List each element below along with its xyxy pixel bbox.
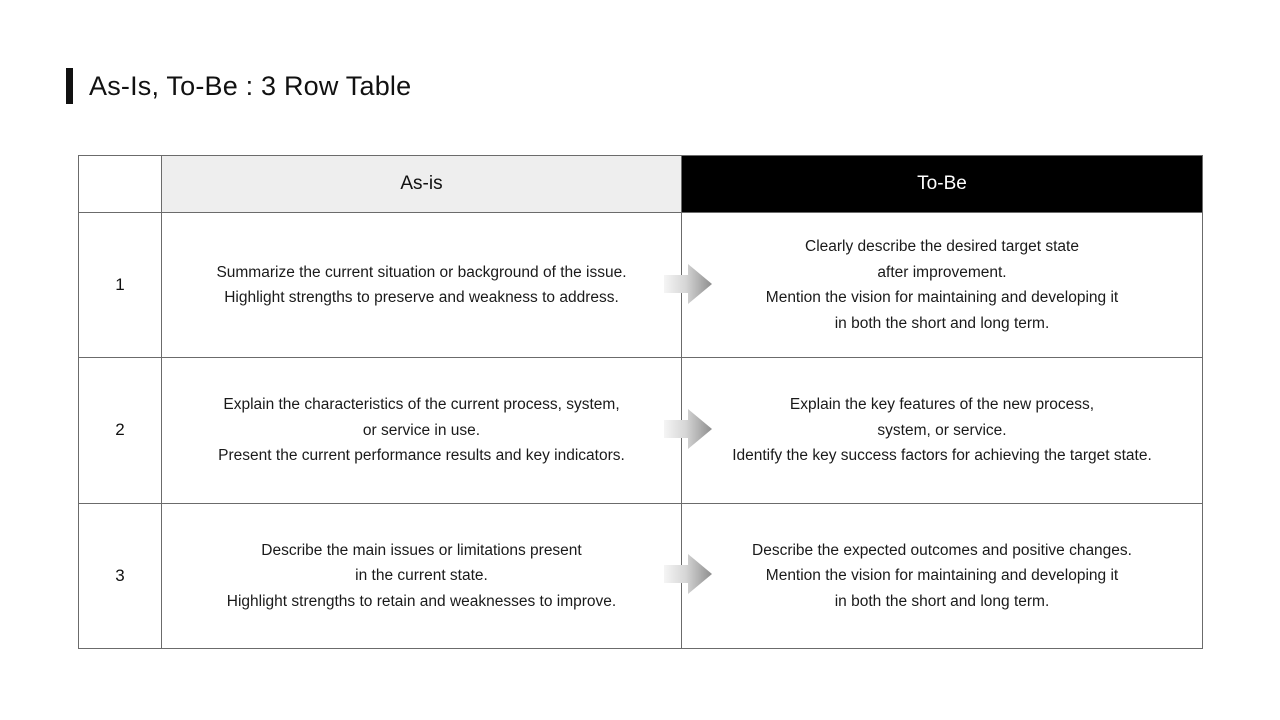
table-row: 1 Summarize the current situation or bac… <box>78 211 1203 359</box>
to-be-line: Explain the key features of the new proc… <box>789 396 1095 414</box>
to-be-line: in both the short and long term. <box>834 592 1050 610</box>
to-be-cell-2: Explain the key features of the new proc… <box>681 357 1203 504</box>
as-is-line: Highlight strengths to retain and weakne… <box>226 592 617 610</box>
as-is-line: or service in use. <box>362 421 481 439</box>
as-is-to-be-table: As-is To-Be 1 Summarize the current situ… <box>78 155 1203 650</box>
to-be-line: Clearly describe the desired target stat… <box>805 238 1079 256</box>
to-be-line: system, or service. <box>877 421 1007 439</box>
to-be-line: in both the short and long term. <box>834 314 1050 332</box>
slide-title-text: As-Is, To-Be : 3 Row Table <box>89 70 412 101</box>
to-be-line: Mention the vision for maintaining and d… <box>765 289 1119 307</box>
header-as-is: As-is <box>161 155 682 213</box>
to-be-line: Mention the vision for maintaining and d… <box>765 567 1119 585</box>
to-be-line: Identify the key success factors for ach… <box>732 447 1152 465</box>
table-row: 3 Describe the main issues or limitation… <box>78 502 1203 650</box>
title-accent-bar <box>66 68 73 104</box>
as-is-line: Highlight strengths to preserve and weak… <box>224 289 619 307</box>
page-title: As-Is, To-Be : 3 Row Table <box>66 68 411 104</box>
comparison-table: As-is To-Be 1 Summarize the current situ… <box>78 155 1203 650</box>
row-number-3: 3 <box>78 502 162 650</box>
table-row: 2 Explain the characteristics of the cur… <box>78 357 1203 504</box>
table-header-row: As-is To-Be <box>78 155 1203 213</box>
header-number-column <box>78 155 162 213</box>
to-be-line: after improvement. <box>877 263 1007 281</box>
as-is-line: Present the current performance results … <box>218 447 625 465</box>
as-is-cell-2: Explain the characteristics of the curre… <box>161 357 682 504</box>
as-is-line: in the current state. <box>355 567 488 585</box>
as-is-cell-1: Summarize the current situation or backg… <box>161 211 682 359</box>
as-is-cell-3: Describe the main issues or limitations … <box>161 502 682 650</box>
to-be-cell-1: Clearly describe the desired target stat… <box>681 211 1203 359</box>
as-is-line: Describe the main issues or limitations … <box>261 541 582 559</box>
header-to-be: To-Be <box>681 155 1203 213</box>
row-number-2: 2 <box>78 357 162 504</box>
to-be-cell-3: Describe the expected outcomes and posit… <box>681 502 1203 650</box>
row-number-1: 1 <box>78 211 162 359</box>
to-be-line: Describe the expected outcomes and posit… <box>752 541 1132 559</box>
as-is-line: Explain the characteristics of the curre… <box>223 396 620 414</box>
as-is-line: Summarize the current situation or backg… <box>216 263 627 281</box>
